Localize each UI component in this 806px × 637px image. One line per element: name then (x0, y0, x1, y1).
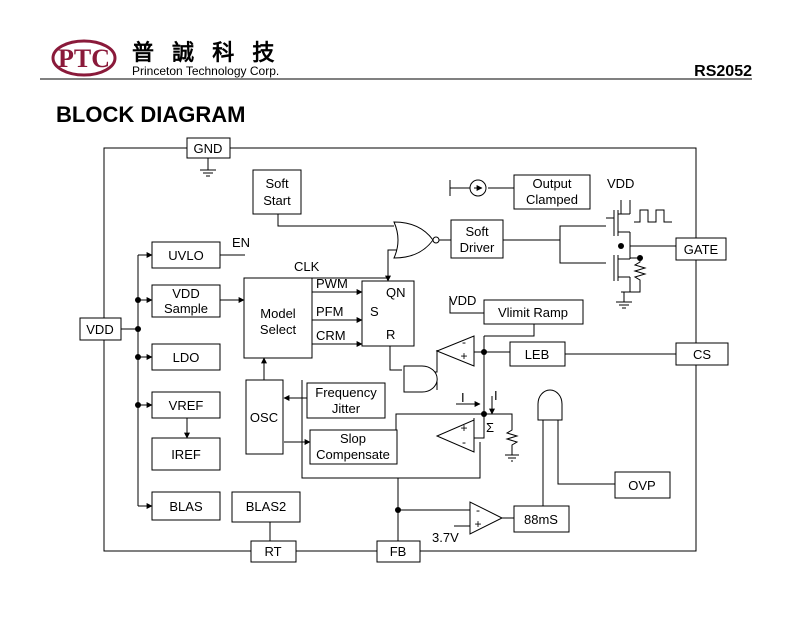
label-i1: I (461, 390, 465, 405)
company-name-cjk: 普 誠 科 技 (132, 40, 280, 65)
company-logo: PTC (51, 39, 117, 77)
svg-text:Slop: Slop (340, 431, 366, 446)
label-sigma: Σ (486, 420, 494, 435)
label-3v7-reference: 3.7V (432, 530, 459, 545)
comparator-1: - + (435, 335, 475, 367)
block-iref: IREF (151, 437, 221, 471)
and-gate-1 (403, 365, 438, 393)
svg-text:LDO: LDO (173, 350, 200, 365)
svg-text:88mS: 88mS (524, 512, 558, 527)
block-frequency-jitter: Frequency Jitter (306, 382, 386, 419)
block-soft-driver: Soft Driver (450, 219, 504, 259)
and-gate-2 (537, 389, 563, 421)
label-s: S (370, 304, 379, 319)
svg-text:FB: FB (390, 544, 407, 559)
svg-text:Frequency: Frequency (315, 385, 377, 400)
block-vlimit-ramp: Vlimit Ramp (483, 299, 584, 325)
block-osc: OSC (245, 379, 284, 455)
svg-text:VREF: VREF (169, 398, 204, 413)
svg-text:CS: CS (693, 347, 711, 362)
svg-text:Clamped: Clamped (526, 192, 578, 207)
svg-text:BLAS: BLAS (169, 499, 203, 514)
svg-text:GATE: GATE (684, 242, 719, 257)
svg-text:GND: GND (194, 141, 223, 156)
section-title: BLOCK DIAGRAM (56, 102, 245, 127)
junction-dots (135, 243, 643, 513)
svg-text:UVLO: UVLO (168, 248, 203, 263)
nor-gate (393, 221, 440, 259)
svg-text:OVP: OVP (628, 478, 655, 493)
svg-text:LEB: LEB (525, 347, 550, 362)
svg-text:Output: Output (532, 176, 571, 191)
block-slop-compensate: Slop Compensate (309, 429, 398, 465)
block-ovp: OVP (614, 471, 671, 499)
svg-text:VDD: VDD (172, 286, 199, 301)
svg-text:Soft: Soft (265, 176, 289, 191)
label-vdd-ramp: VDD (449, 293, 476, 308)
block-sr-latch: QN S R (361, 280, 415, 347)
label-i2: I (494, 388, 498, 403)
svg-text:RT: RT (264, 544, 281, 559)
pin-rt: RT (250, 540, 297, 563)
logo-text: PTC (58, 44, 110, 73)
comparator-1-plus: + (460, 349, 467, 363)
svg-text:BLAS2: BLAS2 (246, 499, 286, 514)
block-88ms-timer: 88mS (513, 505, 570, 533)
svg-text:Vlimit Ramp: Vlimit Ramp (498, 305, 568, 320)
svg-text:Soft: Soft (465, 224, 489, 239)
svg-text:VDD: VDD (86, 322, 113, 337)
wiring (121, 158, 676, 541)
svg-text:Driver: Driver (460, 240, 495, 255)
svg-text:Select: Select (260, 322, 297, 337)
block-ldo: LDO (151, 343, 221, 371)
block-model-select: Model Select (243, 277, 313, 359)
block-output-clamped: Output Clamped (513, 174, 591, 210)
svg-text:Jitter: Jitter (332, 401, 361, 416)
svg-text:Start: Start (263, 193, 291, 208)
comparator-3: - + (469, 501, 504, 535)
comparator-3-minus: - (476, 503, 480, 517)
svg-text:Compensate: Compensate (316, 447, 390, 462)
label-pfm: PFM (316, 304, 343, 319)
part-number: RS2052 (694, 63, 752, 80)
block-vref: VREF (151, 391, 221, 419)
pin-cs: CS (675, 342, 729, 366)
block-soft-start: Soft Start (252, 169, 302, 215)
label-qn: QN (386, 285, 406, 300)
comparator-2: + - (435, 419, 475, 453)
company-name-en: Princeton Technology Corp. (132, 64, 279, 78)
pin-fb: FB (376, 540, 421, 563)
svg-text:OSC: OSC (250, 410, 278, 425)
label-clk: CLK (294, 259, 320, 274)
block-leb: LEB (509, 341, 566, 367)
svg-text:Model: Model (260, 306, 296, 321)
block-vdd-sample: VDD Sample (151, 284, 221, 318)
comparator-2-plus: + (460, 421, 467, 435)
comparator-1-minus: - (462, 335, 466, 349)
block-blas: BLAS (151, 491, 221, 521)
pin-gnd: GND (186, 137, 231, 159)
pin-gate: GATE (675, 237, 727, 261)
pin-vdd: VDD (79, 317, 122, 341)
comparator-2-minus: - (462, 435, 466, 449)
block-blas2: BLAS2 (231, 491, 301, 523)
svg-text:IREF: IREF (171, 447, 201, 462)
svg-text:Sample: Sample (164, 301, 208, 316)
label-pwm: PWM (316, 276, 348, 291)
label-crm: CRM (316, 328, 346, 343)
label-en: EN (232, 235, 250, 250)
label-vdd-top: VDD (607, 176, 634, 191)
block-uvlo: UVLO (151, 241, 221, 269)
comparator-3-plus: + (474, 517, 481, 531)
label-r: R (386, 327, 395, 342)
